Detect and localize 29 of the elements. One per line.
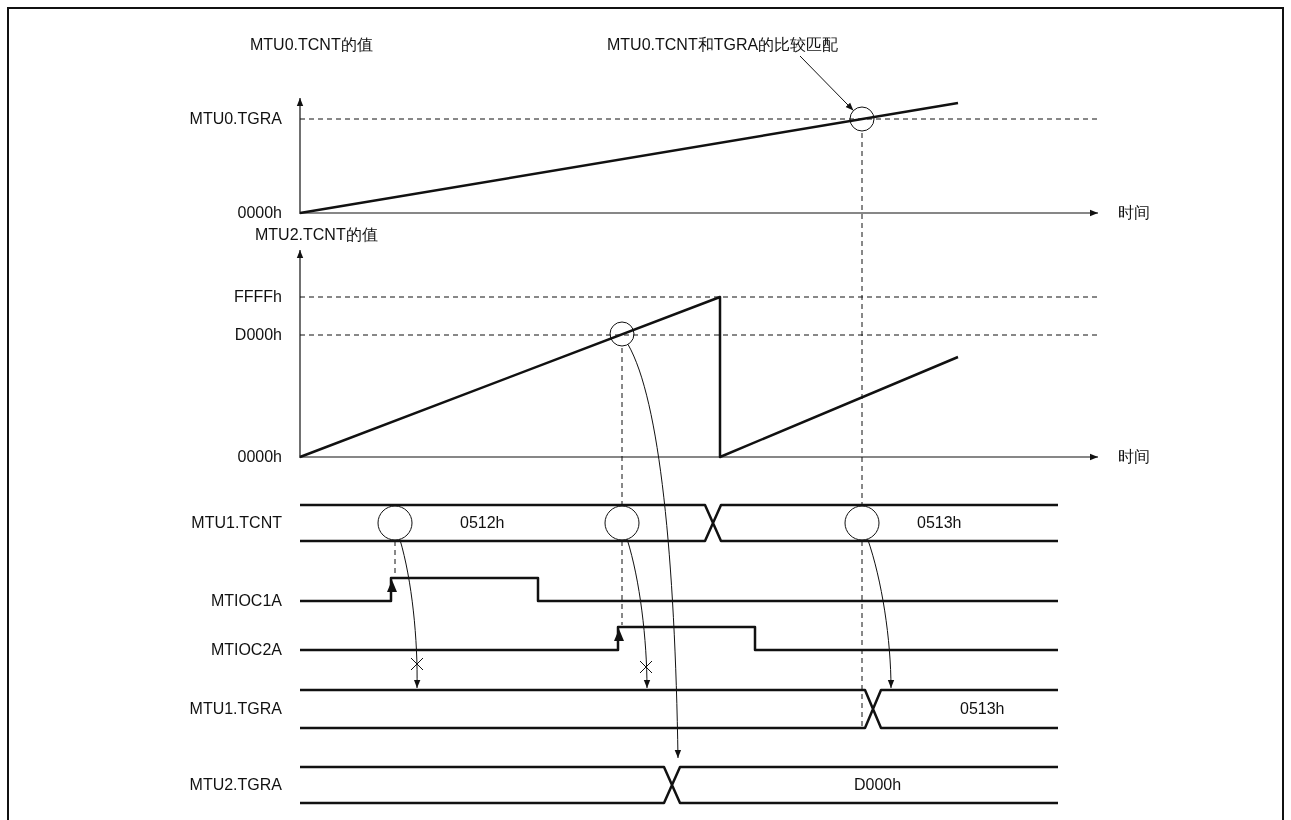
axis-label: 时间 bbox=[1118, 448, 1150, 466]
bus-value: 0513h bbox=[917, 514, 962, 532]
transfer-arrow bbox=[626, 538, 651, 689]
bus-value: 0513h bbox=[960, 700, 1005, 718]
tick-label: D000h bbox=[234, 326, 282, 344]
tick-label: 0000h bbox=[237, 448, 282, 466]
callout-text: MTU0.TCNT和TGRA的比较匹配 bbox=[607, 36, 839, 54]
signal-name: MTU1.TCNT bbox=[191, 514, 282, 532]
signal-name: MTU2.TGRA bbox=[189, 776, 282, 794]
axis-title: MTU2.TCNT的值 bbox=[255, 226, 378, 244]
tick-label: FFFFh bbox=[234, 288, 282, 306]
transfer-arrow bbox=[627, 343, 682, 759]
axis-label: 时间 bbox=[1118, 204, 1150, 222]
signal-name: MTIOC2A bbox=[210, 641, 282, 659]
bus-value: 0512h bbox=[460, 514, 505, 532]
tick-label: 0000h bbox=[237, 204, 282, 222]
signal-name: MTIOC1A bbox=[210, 592, 282, 610]
match-circle bbox=[849, 106, 875, 132]
transfer-arrow bbox=[399, 538, 421, 689]
leader-line bbox=[799, 55, 854, 112]
transfer-arrow bbox=[867, 538, 895, 689]
match-circle bbox=[377, 505, 413, 541]
match-circle bbox=[844, 505, 880, 541]
match-circle bbox=[604, 505, 640, 541]
signal-name: MTU1.TGRA bbox=[189, 700, 282, 718]
match-circle bbox=[609, 321, 635, 347]
bus-value: D000h bbox=[854, 776, 902, 794]
tick-label: MTU0.TGRA bbox=[189, 110, 282, 128]
axis-title: MTU0.TCNT的值 bbox=[250, 36, 373, 54]
